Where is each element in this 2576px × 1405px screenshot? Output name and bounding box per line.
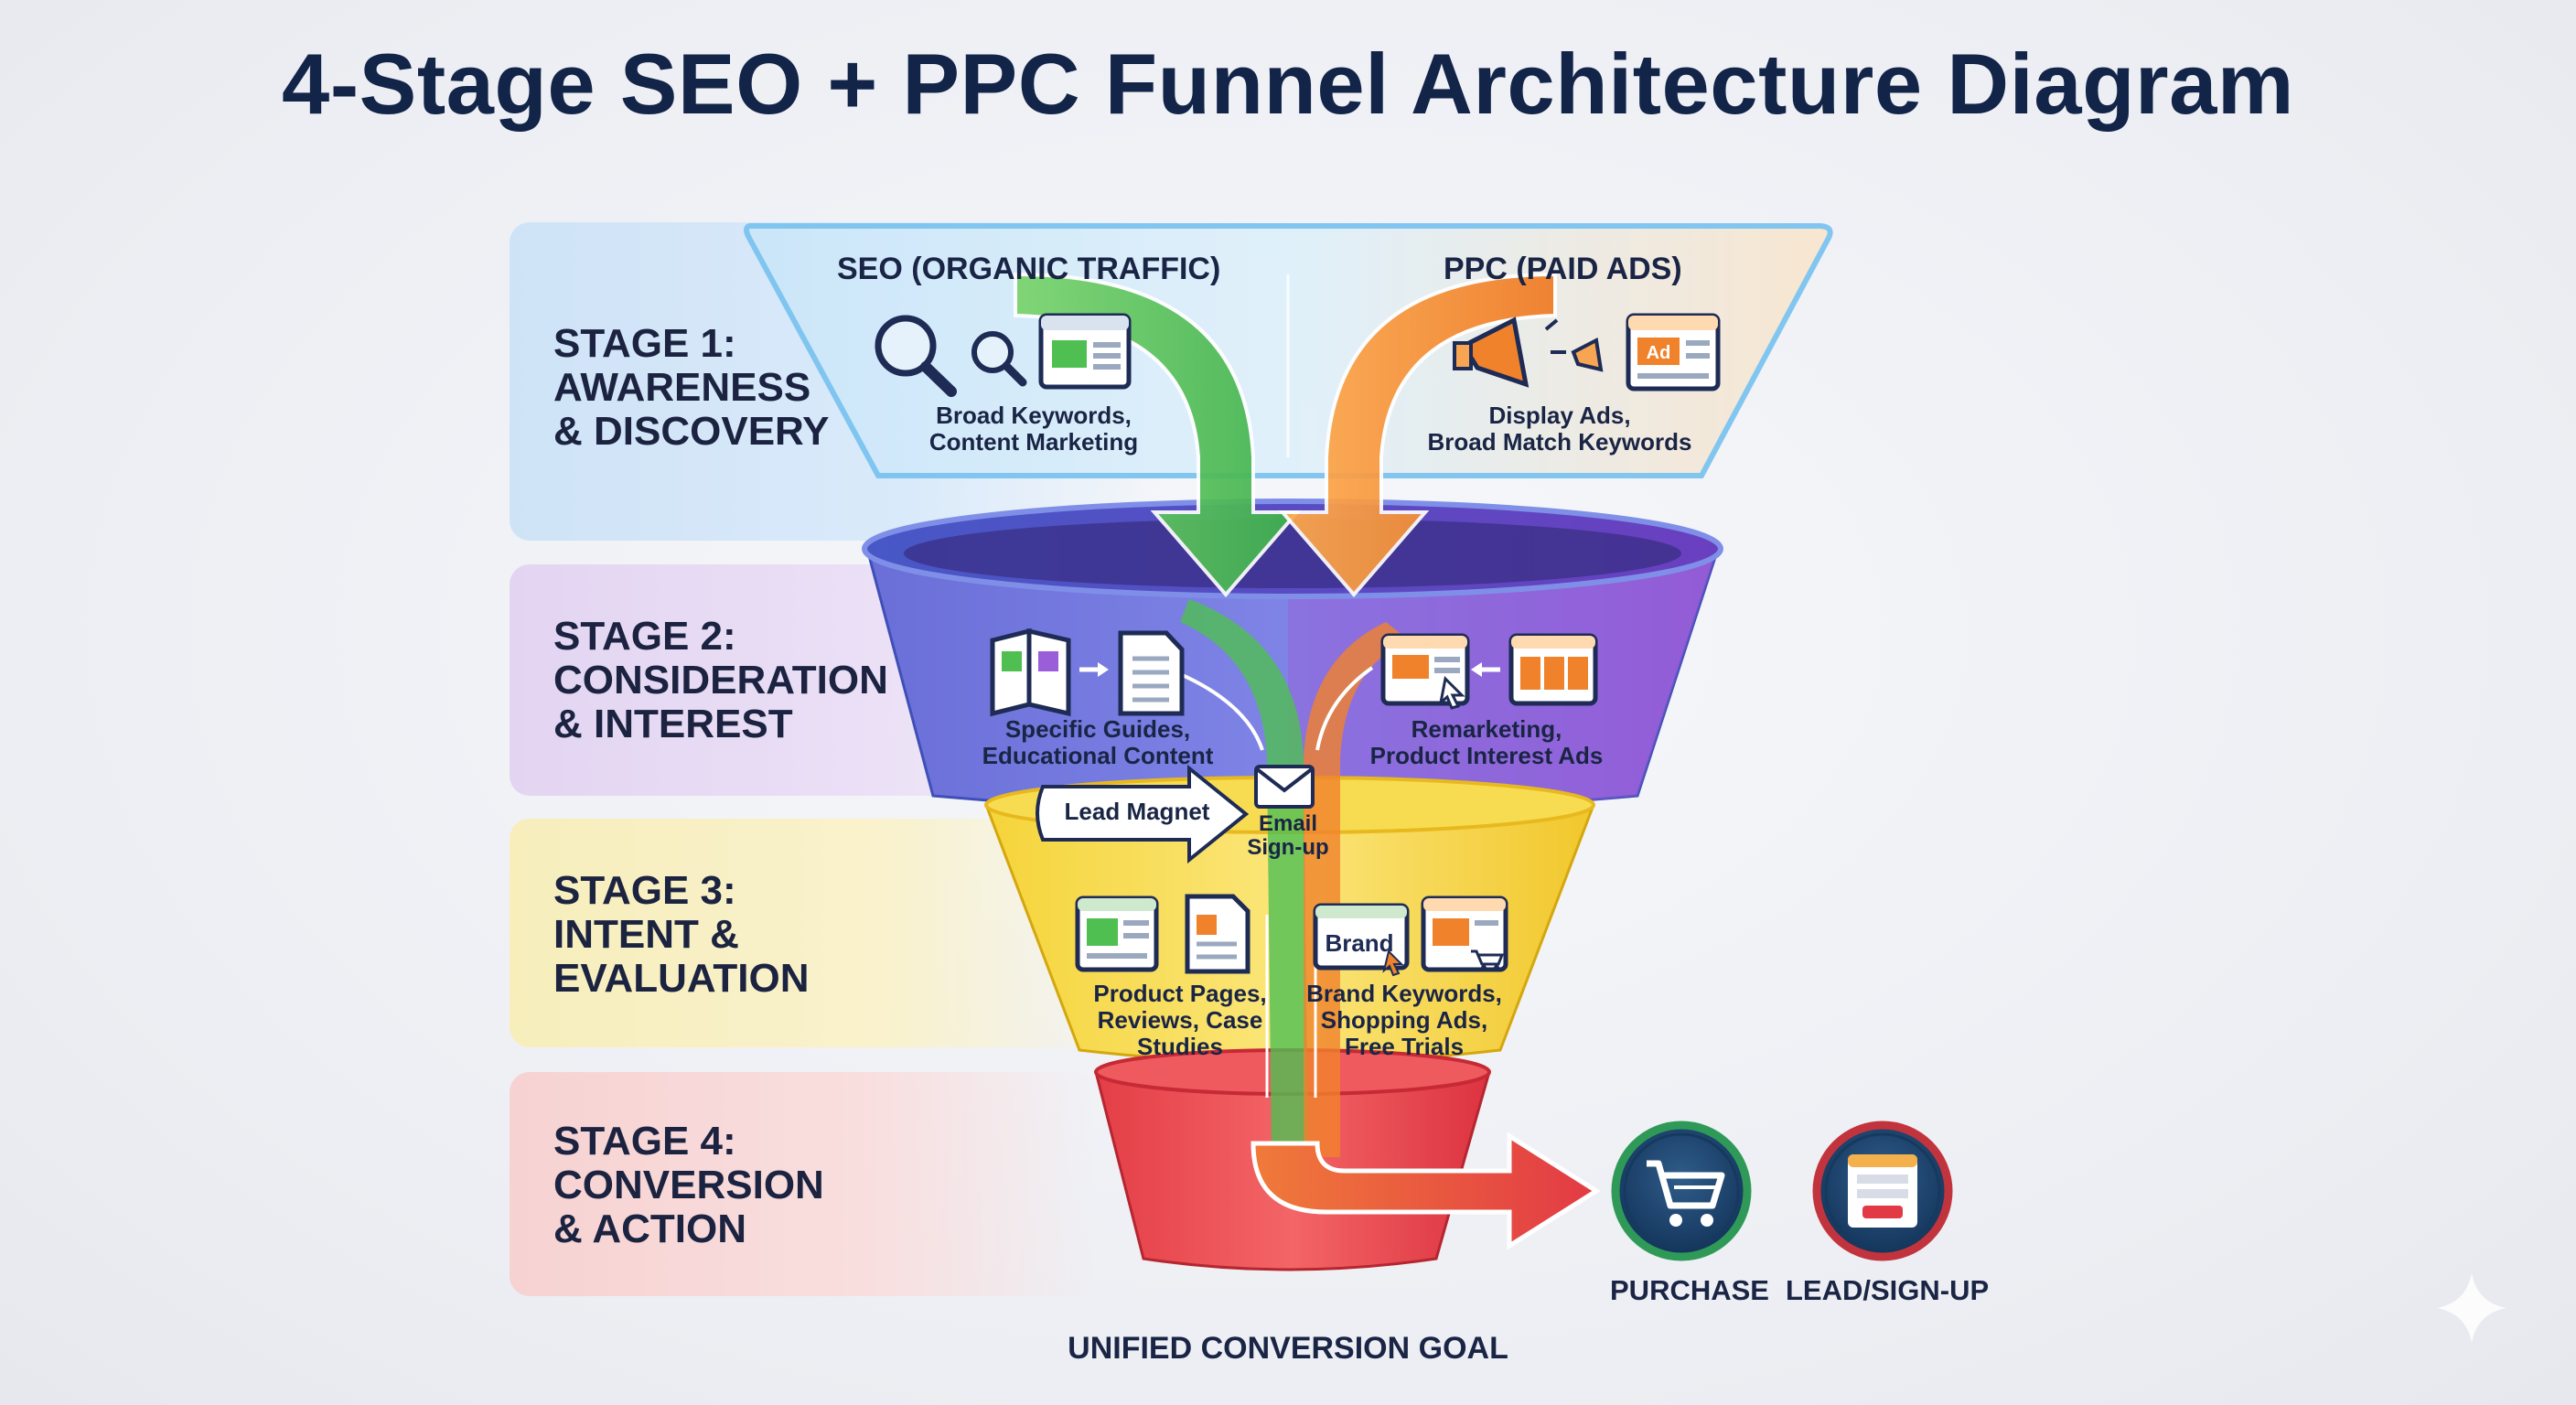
conversion-output-arrow — [1250, 1132, 1601, 1250]
seo-column-header: SEO (ORGANIC TRAFFIC) — [837, 252, 1221, 286]
megaphone-icon — [1453, 316, 1604, 388]
stage-4-band — [510, 1072, 1095, 1296]
envelope-icon — [1254, 765, 1315, 809]
stage-3-label: STAGE 3: INTENT & EVALUATION — [553, 868, 810, 1001]
stage3-ppc-caption: Brand Keywords, Shopping Ads, Free Trial… — [1306, 980, 1502, 1060]
product-ad-window-icon — [1380, 633, 1500, 710]
stage1-seo-caption: Broad Keywords, Content Marketing — [928, 402, 1139, 456]
ad-window-icon: Ad — [1626, 313, 1721, 391]
browser-window-icon — [1038, 313, 1132, 390]
stage-1-label: STAGE 1: AWARENESS & DISCOVERY — [553, 321, 830, 454]
stage-2-label: STAGE 2: CONSIDERATION & INTEREST — [553, 614, 888, 746]
lead-magnet-arrow — [1036, 764, 1250, 864]
signup-form-icon — [1812, 1121, 1953, 1261]
ad-grid-icon — [1508, 633, 1598, 706]
email-signup-caption: Email Sign-up — [1247, 811, 1329, 860]
shopping-cart-icon — [1611, 1121, 1752, 1261]
ppc-column-header: PPC (PAID ADS) — [1444, 252, 1682, 286]
document-icon — [1118, 630, 1185, 716]
stage1-ppc-caption: Display Ads, Broad Match Keywords — [1427, 402, 1692, 456]
purchase-label: PURCHASE — [1610, 1274, 1769, 1306]
stage-4-label: STAGE 4: CONVERSION & ACTION — [553, 1119, 824, 1251]
page-title: 4-Stage SEO + PPC Funnel Architecture Di… — [282, 36, 2294, 132]
stage2-ppc-caption: Remarketing, Product Interest Ads — [1369, 715, 1604, 769]
product-page-icon — [1075, 896, 1159, 972]
unified-goal-caption: UNIFIED CONVERSION GOAL — [1068, 1331, 1508, 1366]
sparkle-icon — [2437, 1273, 2506, 1343]
stage3-seo-caption: Product Pages, Reviews, Case Studies — [1093, 980, 1267, 1060]
lead-signup-label: LEAD/SIGN-UP — [1786, 1274, 1990, 1306]
stage2-seo-caption: Specific Guides, Educational Content — [982, 715, 1214, 769]
lead-magnet-label: Lead Magnet — [1064, 798, 1210, 825]
ad-chip-label: Ad — [1647, 343, 1671, 363]
document-icon — [1185, 894, 1250, 974]
shopping-ad-icon — [1421, 896, 1508, 972]
brand-chip-label: Brand — [1325, 929, 1393, 957]
ppc-flow-arrow — [1278, 272, 1557, 598]
brand-tag-icon: Brand — [1313, 903, 1410, 977]
open-book-icon — [990, 627, 1109, 717]
magnifier-icon — [875, 315, 1027, 397]
